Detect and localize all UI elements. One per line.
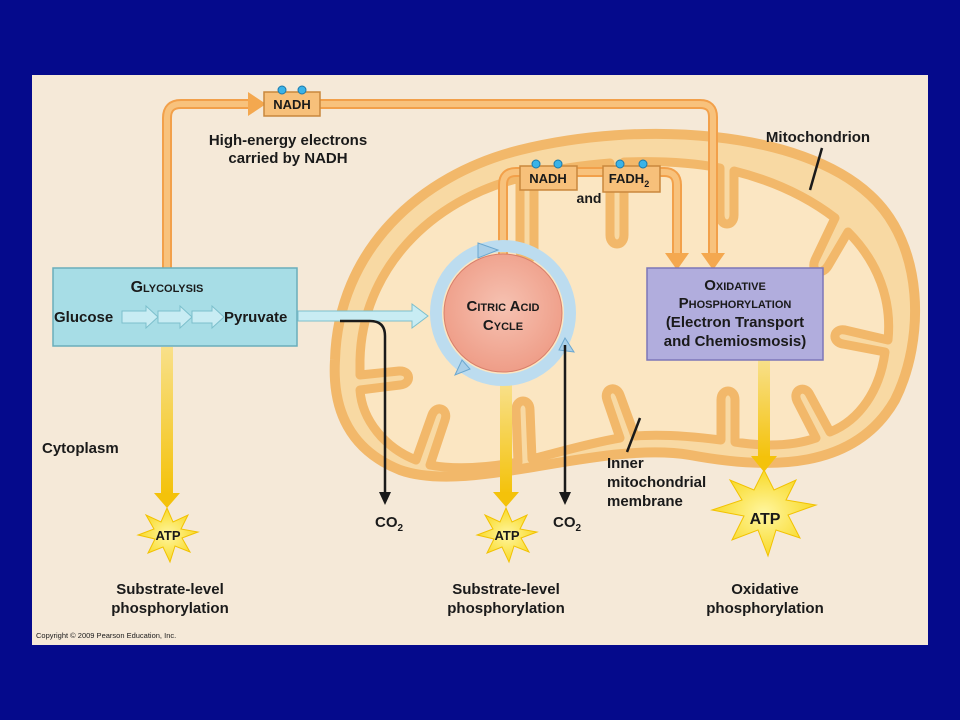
- atp-label-mid: ATP: [494, 528, 519, 543]
- inner-membrane-line3: membrane: [607, 493, 683, 510]
- caption-mid-line1: Substrate-level: [452, 581, 560, 598]
- pyruvate-label: Pyruvate: [224, 309, 287, 326]
- oxidative-box-line1: Oxidative: [704, 277, 766, 294]
- co2-label-1: CO2: [375, 514, 404, 534]
- atp-arrows: [154, 347, 777, 508]
- nadh-caption-line1: High-energy electrons: [209, 132, 367, 149]
- glycolysis-title: Glycolysis: [131, 279, 204, 296]
- oxidative-box-line3: (Electron Transport: [666, 314, 804, 331]
- atp-label-right: ATP: [750, 511, 781, 528]
- citric-acid-label-line2: Cycle: [483, 317, 523, 334]
- mitochondrion-pointer: [808, 147, 824, 191]
- mitochondrion-label: Mitochondrion: [766, 129, 870, 146]
- citric-acid-label-line1: Citric Acid: [467, 298, 540, 315]
- oxidative-phosphorylation-box: Oxidative Phosphorylation (Electron Tran…: [646, 267, 824, 361]
- inner-membrane-line2: mitochondrial: [607, 474, 706, 491]
- glycolysis-box: Glycolysis Glucose Pyruvate: [52, 267, 298, 347]
- oxidative-box-line4: and Chemiosmosis): [664, 333, 807, 350]
- caption-right-line2: phosphorylation: [706, 600, 824, 617]
- caption-left-line2: phosphorylation: [111, 600, 229, 617]
- nadh-mid-label: NADH: [529, 171, 567, 186]
- nadh-top-box: NADH: [263, 85, 321, 117]
- co2-arrow-2: [559, 345, 571, 505]
- atp-star-mid: ATP: [475, 506, 539, 564]
- oxidative-box-line2: Phosphorylation: [679, 295, 792, 312]
- atp-star-left: ATP: [136, 506, 200, 564]
- pyruvate-arrow: [297, 303, 429, 329]
- glycolysis-step-arrows: [121, 304, 225, 330]
- inner-mitochondrial-membrane: [355, 157, 894, 473]
- copyright: Copyright © 2009 Pearson Education, Inc.: [36, 631, 176, 640]
- co2-label-2: CO2: [553, 514, 582, 534]
- citric-acid-cycle: Citric Acid Cycle: [430, 240, 576, 386]
- co2-arrow-1: [340, 319, 391, 505]
- nadh-fadh-arrow: [498, 167, 689, 270]
- atp-star-right: ATP: [710, 468, 818, 558]
- caption-mid-line2: phosphorylation: [447, 600, 565, 617]
- caption-right-line1: Oxidative: [731, 581, 799, 598]
- nadh-caption-line2: carried by NADH: [228, 150, 347, 167]
- nadh-arrow-top: [162, 92, 725, 270]
- fadh-box: FADH2: [602, 159, 661, 193]
- nadh-top-label: NADH: [273, 97, 311, 112]
- fadh-label: FADH2: [609, 171, 649, 189]
- caption-left-line1: Substrate-level: [116, 581, 224, 598]
- atp-label-left: ATP: [155, 528, 180, 543]
- inner-membrane-line1: Inner: [607, 455, 644, 472]
- and-label: and: [577, 190, 602, 206]
- inner-membrane-pointer: [625, 417, 642, 453]
- glucose-label: Glucose: [54, 309, 113, 326]
- cytoplasm-label: Cytoplasm: [42, 440, 119, 457]
- nadh-mid-box: NADH: [519, 159, 578, 191]
